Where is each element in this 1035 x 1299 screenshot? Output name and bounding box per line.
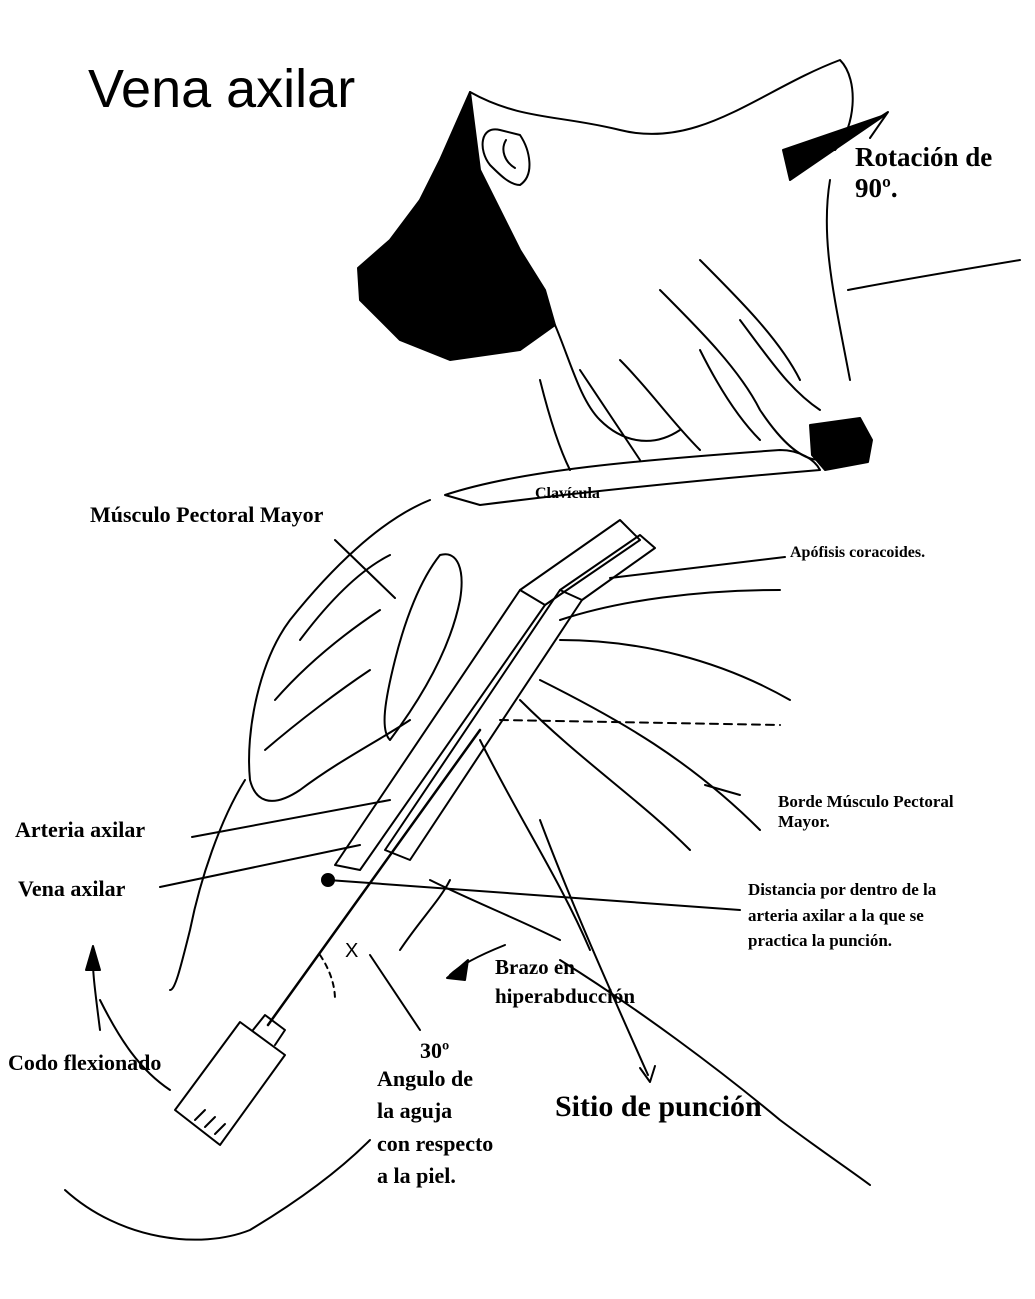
leader-border xyxy=(704,784,741,796)
pectoral-border-line-1: Borde Músculo Pectoral xyxy=(778,792,954,811)
pectoral-major-label: Músculo Pectoral Mayor xyxy=(90,502,324,527)
arm-arrow-head xyxy=(446,959,469,981)
neck-outline xyxy=(469,59,854,151)
clavicle-label: Clavícula xyxy=(535,485,600,502)
arm-line-2: hiperabducción xyxy=(495,984,636,1009)
needle-angle-line-3: con respecto xyxy=(377,1130,494,1156)
coracoid-label: Apófisis coracoides. xyxy=(790,544,926,561)
leader-pectoral xyxy=(334,539,396,599)
leader-puncture xyxy=(539,819,649,1076)
rotation-line-1: Rotación de xyxy=(855,142,993,172)
arm-outline xyxy=(169,779,246,991)
ear xyxy=(481,128,531,186)
axillary-artery-label: Arteria axilar xyxy=(15,817,146,842)
needle-angle-line-1: Angulo de xyxy=(377,1066,473,1091)
page-title: Vena axilar xyxy=(88,59,356,119)
needle-angle-line-4: a la piel. xyxy=(377,1162,456,1188)
rotation-label: Rotación de 90º. xyxy=(855,142,992,204)
leader-distance xyxy=(327,879,741,911)
leader-vein xyxy=(159,844,361,888)
needle xyxy=(266,728,482,1027)
acromion xyxy=(809,417,873,471)
pectoral-border-label: Borde Músculo Pectoral Mayor. xyxy=(778,792,954,831)
rotation-line-2: 90º. xyxy=(855,173,898,204)
pectoral-border-line-2: Mayor. xyxy=(778,811,830,831)
distance-line-1: Distancia por dentro de la xyxy=(748,880,937,899)
angle-mark: X xyxy=(345,940,359,962)
needle-angle-line-2: la aguja xyxy=(377,1098,453,1124)
elbow-label: Codo flexionado xyxy=(8,1050,162,1075)
distance-line-2: arteria axilar a la que se xyxy=(748,905,924,925)
needle-angle-label: Angulo de la aguja con respecto a la pie… xyxy=(377,1063,493,1192)
pectoral-muscle xyxy=(248,499,431,802)
head-silhouette xyxy=(357,91,556,361)
rotation-arrow xyxy=(782,114,886,181)
leader-artery xyxy=(191,799,391,838)
axillary-vein-tube xyxy=(334,589,546,871)
leader-coracoid xyxy=(609,556,786,579)
axillary-vein-label: Vena axilar xyxy=(18,876,126,901)
clavicle xyxy=(444,449,821,506)
angle-value-label: 30º xyxy=(420,1038,450,1063)
arm-line-1: Brazo en xyxy=(495,955,575,979)
syringe xyxy=(174,1021,286,1146)
distance-line-3: practica la punción. xyxy=(748,931,893,950)
puncture-site-label: Sitio de punción xyxy=(555,1090,762,1123)
distance-label: Distancia por dentro de la arteria axila… xyxy=(748,877,936,954)
arm-label: Brazo en hiperabducción xyxy=(495,953,635,1012)
